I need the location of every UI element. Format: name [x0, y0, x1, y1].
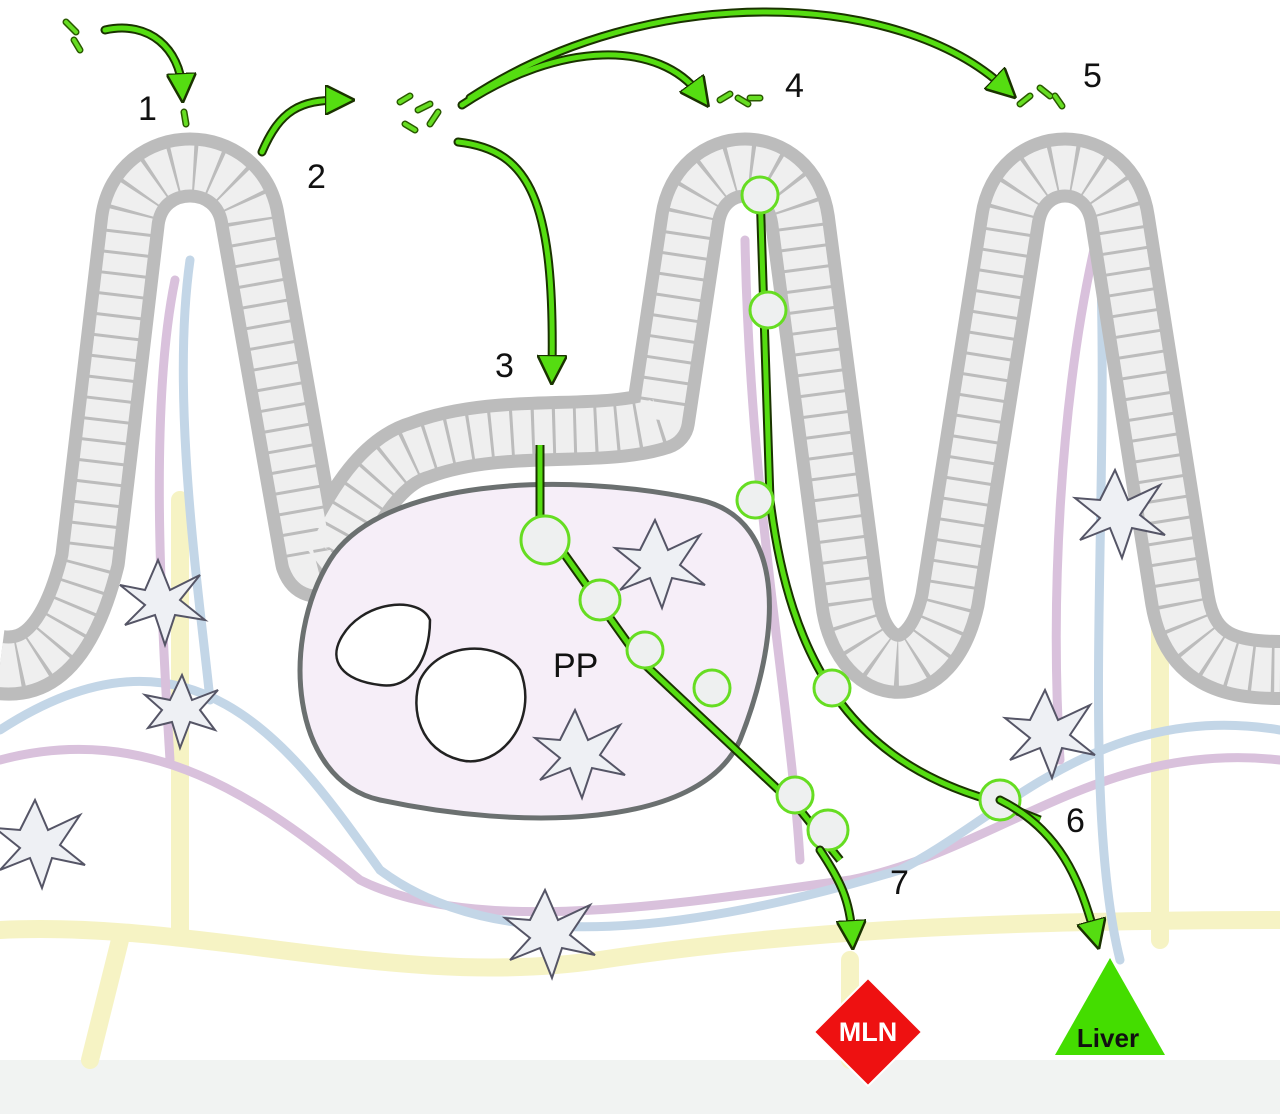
step-3-label: 3 [495, 347, 514, 385]
intestinal-epithelium [0, 132, 1280, 705]
step-2-label: 2 [307, 158, 326, 196]
bottom-band [0, 1060, 1280, 1114]
bacteria-fill [64, 20, 1064, 132]
liver-label: Liver [1077, 1023, 1139, 1053]
infected-immune-cells [519, 175, 1022, 852]
mln-marker: MLN [812, 976, 924, 1088]
step-5-label: 5 [1083, 57, 1102, 95]
mln-label: MLN [839, 1017, 897, 1047]
step-6-label: 6 [1066, 802, 1085, 840]
immune-cells [0, 467, 1166, 981]
pp-label: PP [553, 647, 598, 685]
step-1-label: 1 [138, 90, 157, 128]
pathway-arrows [100, 7, 1095, 935]
step-7-label: 7 [890, 864, 909, 902]
liver-marker: Liver [1055, 958, 1165, 1055]
step-4-label: 4 [785, 67, 804, 105]
